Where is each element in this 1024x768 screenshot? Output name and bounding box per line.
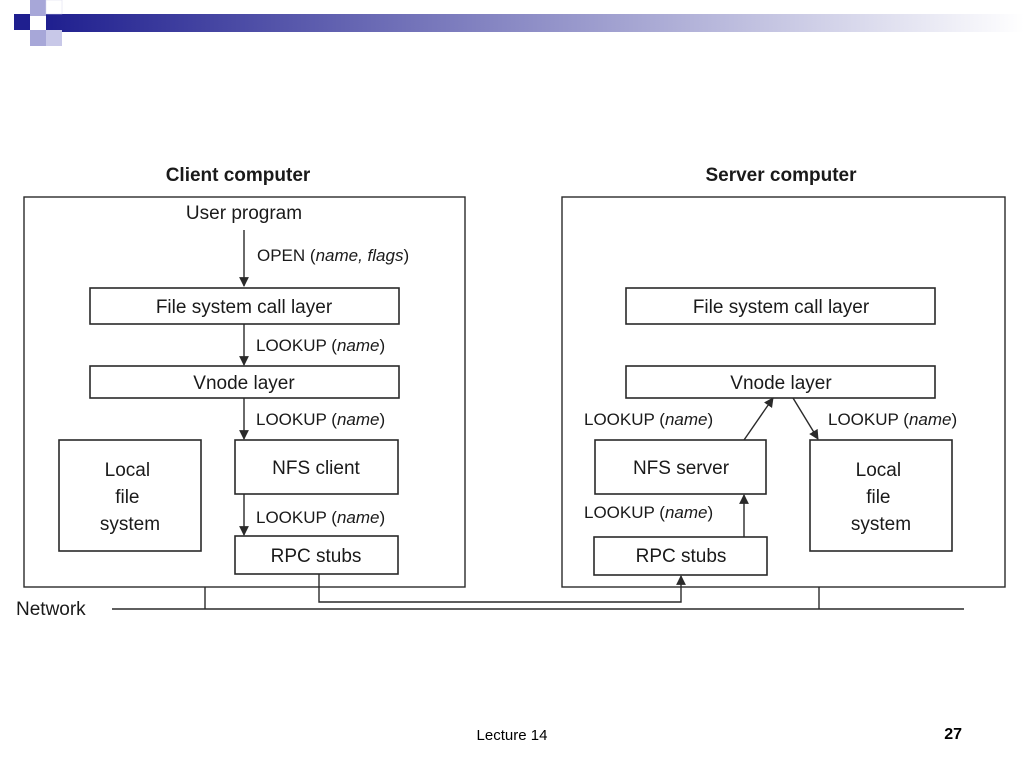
client-local-fs-box <box>58 439 202 552</box>
local-fs-line-1: Local <box>105 460 150 481</box>
lookup-paren: ( <box>327 508 338 527</box>
lookup-paren: ( <box>655 503 666 522</box>
lookup-args: name <box>665 503 708 522</box>
header-gradient-bar <box>46 14 1024 32</box>
header-square-dark <box>14 14 30 30</box>
server-vnode-layer-box <box>625 365 936 399</box>
client-nfs-client-box <box>234 439 399 495</box>
server-computer-title: Server computer <box>705 165 857 186</box>
client-user-program-label: User program <box>186 203 302 224</box>
server-arrow-nfs-to-vnode <box>743 397 774 441</box>
server-local-fs-box <box>809 439 953 552</box>
lookup-paren-close: ) <box>379 336 385 355</box>
client-rpc-stubs-box <box>234 535 399 575</box>
lookup-op: LOOKUP <box>256 508 327 527</box>
footer-page-number: 27 <box>944 726 962 743</box>
slide-header-decoration <box>14 0 1024 46</box>
server-vnode-layer-label: Vnode layer <box>730 373 832 394</box>
server-nfs-server-box <box>594 439 767 495</box>
client-computer-frame <box>23 196 466 588</box>
server-arrow-vnode-to-local <box>792 397 819 440</box>
server-fs-call-layer-box <box>625 287 936 325</box>
server-fs-call-layer-label: File system call layer <box>693 297 870 318</box>
lookup-paren-close: ) <box>707 410 713 429</box>
lookup-args: name <box>337 410 380 429</box>
lookup-op: LOOKUP <box>256 410 327 429</box>
server-lookup-right-label: LOOKUP (name) <box>828 410 957 429</box>
local-fs-line-2: file <box>866 487 890 508</box>
open-paren-close: ) <box>403 246 409 265</box>
client-lookup-3-label: LOOKUP (name) <box>256 508 385 527</box>
client-computer-title: Client computer <box>166 165 311 186</box>
lookup-op: LOOKUP <box>584 410 655 429</box>
server-rpc-stubs-label: RPC stubs <box>636 546 727 567</box>
server-rpc-stubs-box <box>593 536 768 576</box>
lookup-op: LOOKUP <box>828 410 899 429</box>
client-open-call-label: OPEN (name, flags) <box>257 246 409 265</box>
open-paren: ( <box>305 246 316 265</box>
lookup-args: name <box>665 410 708 429</box>
lookup-args: name <box>337 508 380 527</box>
client-nfs-client-label: NFS client <box>272 458 360 479</box>
footer-lecture-label: Lecture 14 <box>476 727 548 744</box>
lookup-paren: ( <box>327 336 338 355</box>
client-local-fs-label: Local file system <box>100 460 160 535</box>
lookup-args: name <box>909 410 952 429</box>
open-args: name, flags <box>316 246 404 265</box>
lookup-paren-close: ) <box>379 508 385 527</box>
header-square-light <box>46 30 62 46</box>
network-label: Network <box>16 599 86 620</box>
server-lookup-bottom-label: LOOKUP (name) <box>584 503 713 522</box>
client-lookup-2-label: LOOKUP (name) <box>256 410 385 429</box>
lookup-paren: ( <box>327 410 338 429</box>
lookup-paren-close: ) <box>379 410 385 429</box>
local-fs-line-1: Local <box>856 460 901 481</box>
lookup-paren: ( <box>655 410 666 429</box>
local-fs-line-3: system <box>851 514 911 535</box>
rpc-message-path <box>318 574 686 603</box>
client-rpc-stubs-label: RPC stubs <box>271 546 362 567</box>
lookup-op: LOOKUP <box>256 336 327 355</box>
lookup-op: LOOKUP <box>584 503 655 522</box>
header-square-light <box>30 0 46 16</box>
server-computer-frame <box>561 196 1006 588</box>
open-op: OPEN <box>257 246 305 265</box>
header-square-light <box>45 0 63 15</box>
client-lookup-1-label: LOOKUP (name) <box>256 336 385 355</box>
lookup-paren-close: ) <box>707 503 713 522</box>
lookup-paren-close: ) <box>951 410 957 429</box>
header-square-light <box>30 30 46 46</box>
client-fs-call-layer-label: File system call layer <box>156 297 333 318</box>
local-fs-line-3: system <box>100 514 160 535</box>
lookup-paren: ( <box>899 410 910 429</box>
server-nfs-server-label: NFS server <box>633 458 730 479</box>
server-local-fs-label: Local file system <box>851 460 911 535</box>
local-fs-line-2: file <box>115 487 139 508</box>
lookup-args: name <box>337 336 380 355</box>
server-lookup-left-label: LOOKUP (name) <box>584 410 713 429</box>
client-vnode-layer-label: Vnode layer <box>193 373 295 394</box>
